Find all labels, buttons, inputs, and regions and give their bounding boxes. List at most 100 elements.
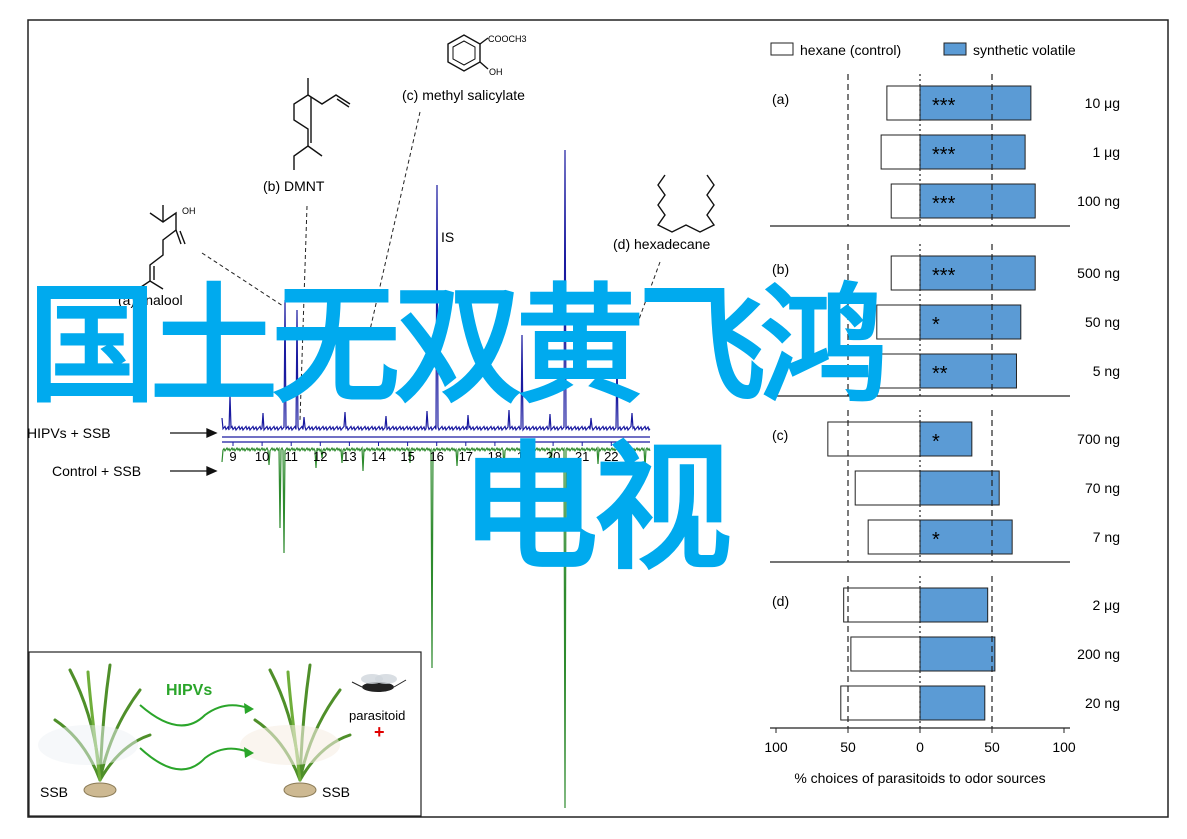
cooch3-label: COOCH3 bbox=[488, 34, 527, 44]
panel-label: (d) bbox=[772, 593, 789, 609]
panel-d: (d) 2 μg 200 ng 20 ng bbox=[770, 576, 1120, 729]
bar-synthetic bbox=[919, 183, 1036, 219]
panel-label: (a) bbox=[772, 91, 789, 107]
rt-tick-label: 20 bbox=[546, 449, 560, 464]
bar-synthetic bbox=[919, 134, 1026, 170]
dose-label: 70 ng bbox=[1085, 480, 1120, 496]
rt-tick-label: 16 bbox=[429, 449, 443, 464]
rt-tick-label: 22 bbox=[604, 449, 618, 464]
dose-label: 2 μg bbox=[1092, 597, 1120, 613]
salicylate-oh-label: OH bbox=[489, 67, 503, 77]
bar-control bbox=[876, 304, 921, 340]
ssb-larva-right-icon bbox=[283, 782, 317, 798]
inset-ssb-left-label: SSB bbox=[40, 784, 68, 800]
control-trace-label: Control + SSB bbox=[52, 463, 141, 479]
rt-tick-label: 13 bbox=[342, 449, 356, 464]
parasitoid-wasp-icon bbox=[351, 674, 407, 692]
methyl-salicylate-label: (c) methyl salicylate bbox=[402, 87, 525, 103]
dose-label: 10 μg bbox=[1085, 95, 1120, 111]
x-tick-label: 50 bbox=[840, 739, 856, 755]
panel-label: (b) bbox=[772, 261, 789, 277]
ssb-larva-left-icon bbox=[83, 782, 117, 798]
dose-label: 7 ng bbox=[1093, 529, 1120, 545]
hipvs-arrows bbox=[139, 704, 249, 771]
linalool-oh-label: OH bbox=[182, 206, 196, 216]
hexadecane-structure-icon bbox=[656, 174, 716, 233]
dose-label: 200 ng bbox=[1077, 646, 1120, 662]
bar-control bbox=[843, 587, 921, 623]
panel-b: (b)***500 ng*50 ng**5 ng bbox=[770, 244, 1120, 397]
bar-synthetic bbox=[919, 353, 1017, 389]
rt-tick-label: 18 bbox=[488, 449, 502, 464]
dose-label: 700 ng bbox=[1077, 431, 1120, 447]
significance-label: ** bbox=[932, 363, 948, 385]
panel-a: (a)***10 μg***1 μg***100 ng bbox=[770, 74, 1120, 227]
inset-panel: HIPVs SSB SSB parasitoid + bbox=[28, 651, 422, 817]
legend-synthetic-label: synthetic volatile bbox=[973, 42, 1076, 58]
hipvs-trace-label: HIPVs + SSB bbox=[27, 425, 111, 441]
choice-bar-chart: hexane (control) synthetic volatile (a) *… bbox=[764, 42, 1120, 786]
bar-synthetic bbox=[919, 636, 996, 672]
significance-label: * bbox=[932, 314, 940, 336]
significance-label: *** bbox=[932, 265, 956, 287]
bar-synthetic bbox=[919, 85, 1032, 121]
inset-plus-sign: + bbox=[374, 722, 385, 742]
bar-synthetic bbox=[919, 685, 986, 721]
trace-pointer-arrows bbox=[170, 427, 218, 477]
significance-label: * bbox=[932, 529, 940, 551]
linalool-structure-icon bbox=[137, 205, 186, 290]
rt-tick-label: 14 bbox=[371, 449, 385, 464]
rt-tick-label: 17 bbox=[459, 449, 473, 464]
dmnt-label: (b) DMNT bbox=[263, 178, 325, 194]
chromatogram: OH COOCH3 OH (a) linalool (b) DMNT (c) m… bbox=[27, 34, 716, 809]
bar-control bbox=[840, 685, 921, 721]
dose-label: 20 ng bbox=[1085, 695, 1120, 711]
bar-control bbox=[867, 519, 921, 555]
rt-tick-label: 19 bbox=[517, 449, 531, 464]
x-tick-label: 50 bbox=[984, 739, 1000, 755]
rt-tick-label: 21 bbox=[575, 449, 589, 464]
rt-tick-label: 9 bbox=[229, 449, 236, 464]
bar-control bbox=[827, 421, 921, 457]
control-chromatogram-trace bbox=[221, 446, 651, 809]
significance-label: *** bbox=[932, 193, 956, 215]
x-tick-label: 100 bbox=[1052, 739, 1076, 755]
dose-label: 5 ng bbox=[1093, 363, 1120, 379]
bar-control bbox=[890, 183, 921, 219]
figure-frame bbox=[27, 19, 1169, 818]
bar-synthetic bbox=[919, 470, 1000, 506]
bar-control bbox=[890, 255, 921, 291]
arrowhead-upper bbox=[244, 703, 254, 714]
dmnt-structure-icon bbox=[293, 78, 351, 170]
legend-control-label: hexane (control) bbox=[800, 42, 901, 58]
watermark-line-2: 电视 bbox=[460, 428, 732, 589]
inset-parasitoid-label: parasitoid bbox=[349, 708, 405, 723]
rt-tick-label: 12 bbox=[313, 449, 327, 464]
hexadecane-label: (d) hexadecane bbox=[613, 236, 711, 252]
methyl-salicylate-structure-icon bbox=[447, 34, 489, 72]
bar-control bbox=[871, 353, 921, 389]
rt-tick-label: 11 bbox=[284, 449, 298, 464]
x-tick-label: 0 bbox=[916, 739, 924, 755]
internal-standard-label: IS bbox=[441, 229, 454, 245]
significance-label: * bbox=[932, 431, 940, 453]
dose-label: 100 ng bbox=[1077, 193, 1120, 209]
dose-label: 500 ng bbox=[1077, 265, 1120, 281]
hipvs-chromatogram-trace bbox=[221, 149, 651, 432]
chart-xlabel: % choices of parasitoids to odor sources bbox=[794, 770, 1045, 786]
leader-lines bbox=[201, 111, 661, 421]
bar-control bbox=[854, 470, 921, 506]
rt-tick-label: 10 bbox=[255, 449, 269, 464]
volatile-cloud-left bbox=[38, 725, 138, 765]
bar-control bbox=[850, 636, 921, 672]
significance-label: *** bbox=[932, 144, 956, 166]
inset-ssb-right-label: SSB bbox=[322, 784, 350, 800]
watermark-line-1: 国土无双黄飞鸿 bbox=[28, 272, 888, 421]
bar-synthetic bbox=[919, 587, 989, 623]
bar-synthetic bbox=[919, 519, 1013, 555]
volatile-cloud-right bbox=[240, 725, 340, 765]
legend-synthetic-swatch bbox=[943, 42, 967, 56]
